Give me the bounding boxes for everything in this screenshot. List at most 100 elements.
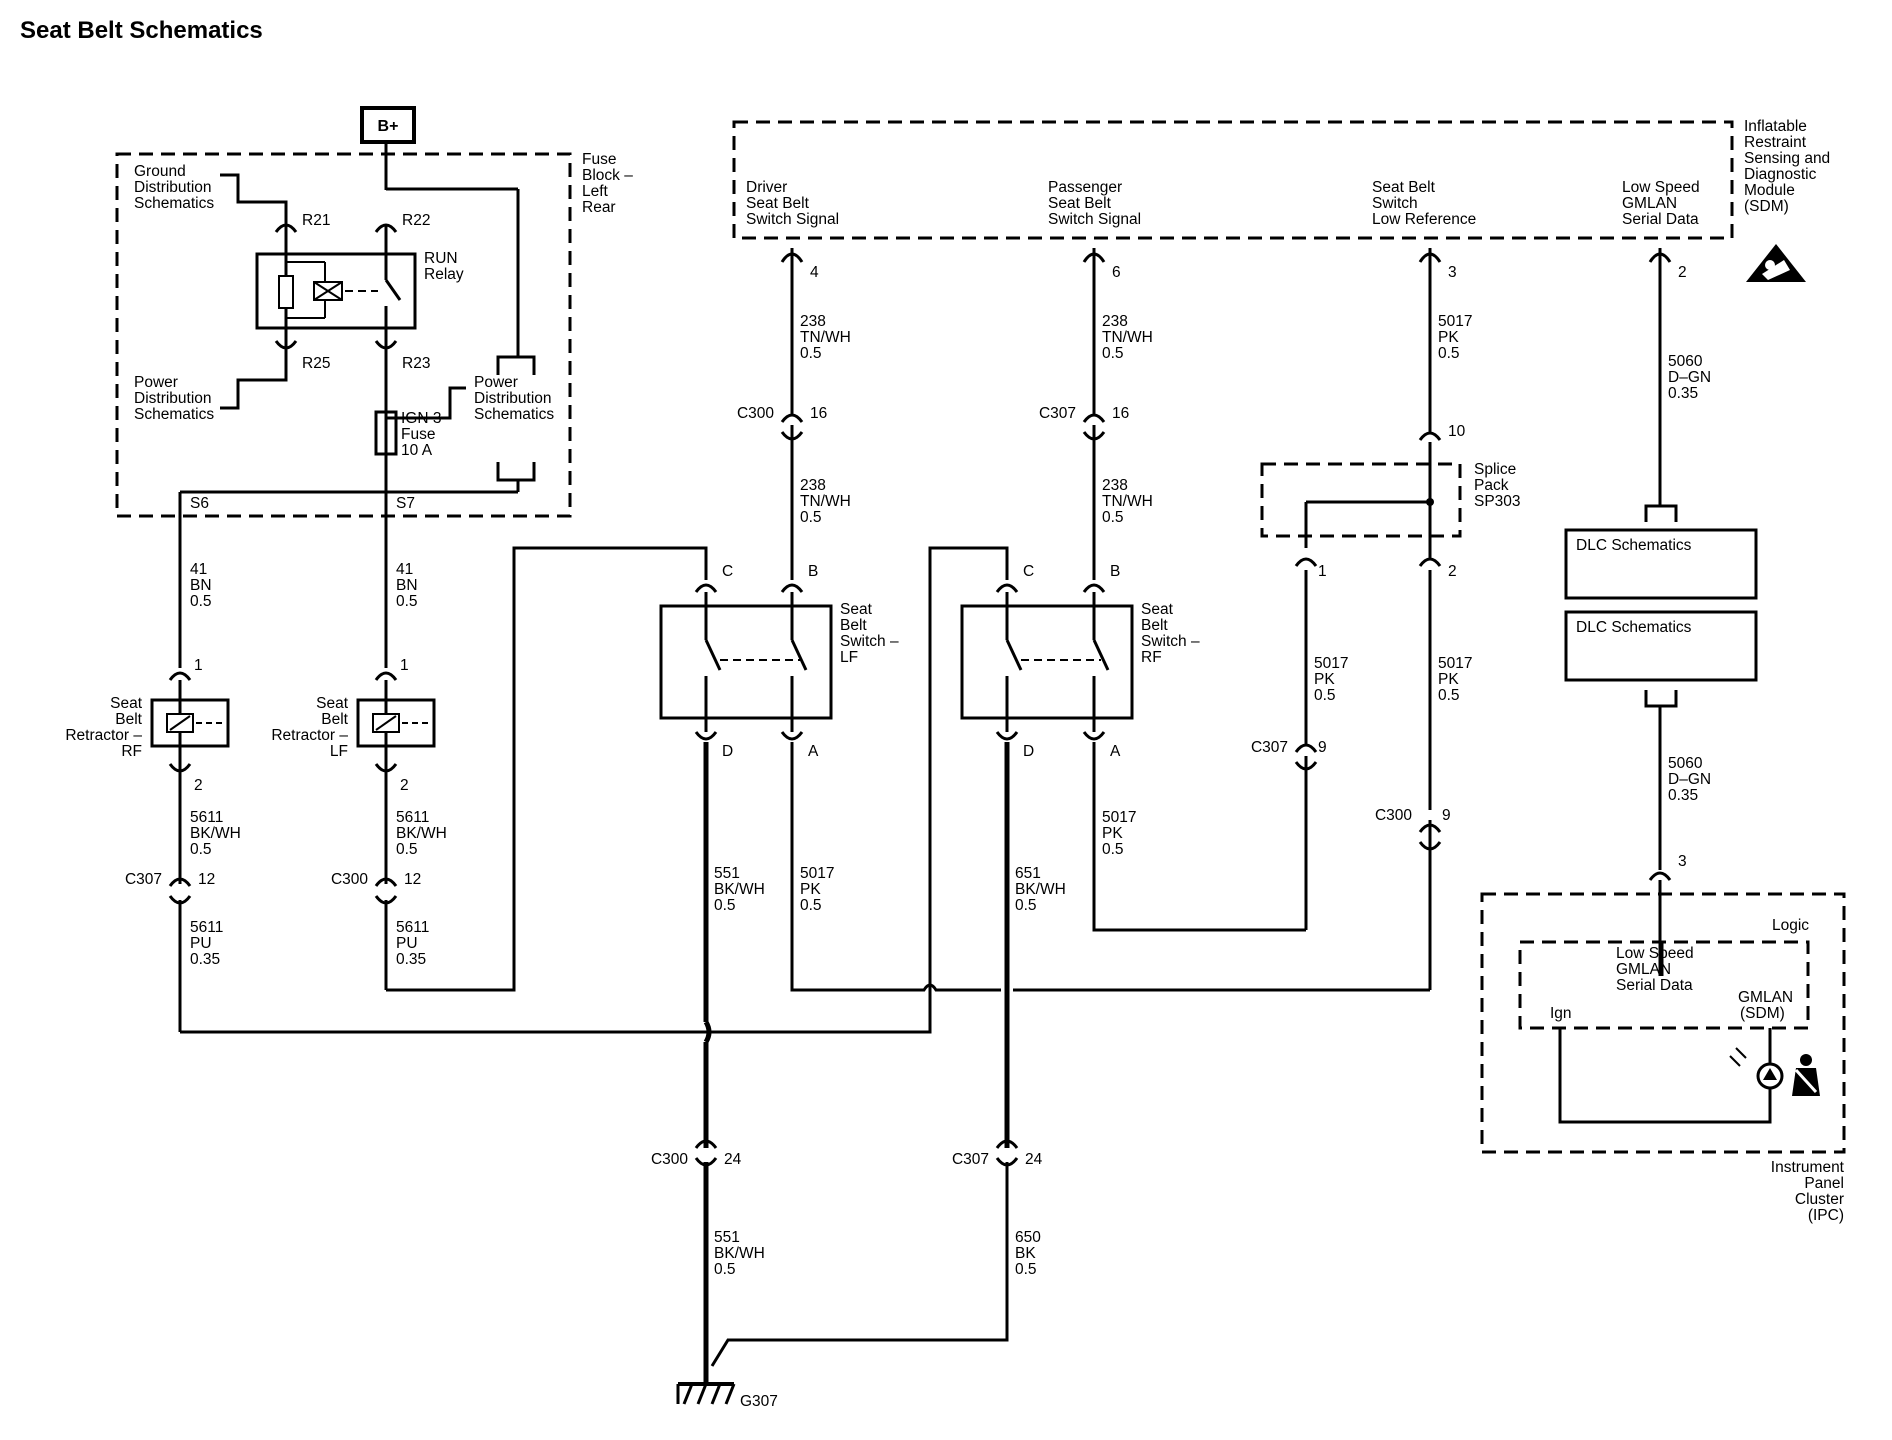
ipc-gmlan-sdm-label-1: GMLAN [1738,989,1793,1006]
retractor-rf-pin-1: 1 [194,657,203,674]
connector-labels: C300 16 C307 16 C307 12 C300 12 C307 9 C… [125,405,1687,1168]
ipc-name-1: Instrument [1771,1159,1845,1176]
wire-41-s6-3: 0.5 [190,593,212,610]
sdm-label-4: Diagnostic [1744,166,1817,183]
ipc-gmlan-sdm-label-2: (SDM) [1740,1005,1785,1022]
ground-dist-label-1: Ground [134,163,186,180]
switch-rf-label-2: Belt [1141,617,1168,634]
switch-rf-label-1: Seat [1141,601,1174,618]
ipc-name-2: Panel [1804,1175,1844,1192]
ground-g307-icon [676,1382,736,1405]
switch-rf-label-3: Switch – [1141,633,1200,650]
sdm-gmlan-label-1: Low Speed [1622,179,1700,196]
sdm-label-3: Sensing and [1744,150,1830,167]
switch-rf-label-4: RF [1141,649,1162,666]
wire-651-rf-3: 0.5 [1015,897,1037,914]
instrument-panel-cluster: Logic Low Speed GMLAN Serial Data Ign GM… [1480,892,1846,1224]
wire-5611pu-rf-2: PU [190,935,212,952]
c307-12-pin: 12 [198,871,215,888]
passenger-signal-label-1: Passenger [1048,179,1122,196]
wire-5017-rf-1: 5017 [1102,809,1136,826]
fuse-block: B+ [115,106,633,518]
retractor-lf-pin-1: 1 [400,657,409,674]
wire-41-s7-2: BN [396,577,418,594]
wire-551-lf-3: 0.5 [714,897,736,914]
c300-9-pin: 9 [1442,807,1451,824]
wire-651-rf-1: 651 [1015,865,1041,882]
wire-5017-sp2-1: 5017 [1438,655,1472,672]
sdm-pin-gmlan: 2 [1678,264,1687,281]
c300-12-pin: 12 [404,871,421,888]
wire-238-lf-top-3: 0.5 [800,345,822,362]
wire-5611-lf-2: BK/WH [396,825,447,842]
terminal-r21: R21 [302,212,330,229]
power-dist-right-label-1: Power [474,374,518,391]
wire-651-rf-2: BK/WH [1015,881,1066,898]
driver-signal-label-2: Seat Belt [746,195,810,212]
terminal-r25: R25 [302,355,330,372]
wire-5611pu-lf-2: PU [396,935,418,952]
wire-5611-rf-3: 0.5 [190,841,212,858]
ground-label: G307 [740,1393,778,1410]
ipc-gmlan-label-2: GMLAN [1616,961,1671,978]
wire-238-rf-top-2: TN/WH [1102,329,1153,346]
sdm-gmlan-label-2: GMLAN [1622,195,1677,212]
c300-9-name: C300 [1375,807,1412,824]
switch-rf-pin-d: D [1023,743,1034,760]
c307-9-name: C307 [1251,739,1288,756]
c300-16-name: C300 [737,405,774,422]
fuse-block-label-2: Block – [582,167,633,184]
low-ref-label-1: Seat Belt [1372,179,1436,196]
sdm-pin-passenger: 6 [1112,264,1121,281]
wire-5017-sp1-2: PK [1314,671,1335,688]
relay-coil [278,275,294,309]
splice-s7: S7 [396,495,415,512]
wire-5017-rf-3: 0.5 [1102,841,1124,858]
switch-rf-pin-a: A [1110,743,1121,760]
relay-label-2: Relay [424,266,464,283]
wire-41-s7-3: 0.5 [396,593,418,610]
ipc-ign-label: Ign [1550,1005,1572,1022]
wire-5017-top-3: 0.5 [1438,345,1460,362]
wire-650-bot-1: 650 [1015,1229,1041,1246]
passenger-signal-label-2: Seat Belt [1048,195,1112,212]
passenger-signal-label-3: Switch Signal [1048,211,1141,228]
wire-650-bot-2: BK [1015,1245,1036,1262]
wire-5060-bot-2: D–GN [1668,771,1711,788]
wire-5611pu-rf-3: 0.35 [190,951,220,968]
c300-24-name: C300 [651,1151,688,1168]
splice-pack-label-1: Splice [1474,461,1516,478]
wire-238-rf-mid-3: 0.5 [1102,509,1124,526]
c300-16-pin: 16 [810,405,827,422]
splice-pin-2: 2 [1448,563,1457,580]
switch-lf-label-3: Switch – [840,633,899,650]
c307-24-name: C307 [952,1151,989,1168]
retractor-lf-label-3: Retractor – [271,727,348,744]
c307-16-name: C307 [1039,405,1076,422]
component-labels: Splice Pack SP303 Seat Belt Switch – LF … [65,461,1691,1410]
seat-belt-switch-lf [659,604,833,720]
fuse-label-1: IGN 3 [401,410,441,427]
switch-lf-pin-a: A [808,743,819,760]
splice-pin-1: 1 [1318,563,1327,580]
wire-5017-top-1: 5017 [1438,313,1472,330]
sdm-pin-driver: 4 [810,264,819,281]
low-ref-label-2: Switch [1372,195,1418,212]
wire-5017-sp1-1: 5017 [1314,655,1348,672]
switch-lf-label-1: Seat [840,601,873,618]
wire-238-lf-top-1: 238 [800,313,826,330]
wire-5060-top-3: 0.35 [1668,385,1698,402]
retractor-rf-pin-2: 2 [194,777,203,794]
c307-16-pin: 16 [1112,405,1129,422]
ipc-name-4: (IPC) [1808,1207,1844,1224]
dlc-label-2: DLC Schematics [1576,619,1692,636]
wire-5017-top-2: PK [1438,329,1459,346]
wire-5060-top-1: 5060 [1668,353,1703,370]
sdm-label-6: (SDM) [1744,198,1789,215]
wire-238-lf-mid-1: 238 [800,477,826,494]
retractor-lf-label-4: LF [330,743,348,760]
c300-24-pin: 24 [724,1151,742,1168]
wire-5017-sp2-2: PK [1438,671,1459,688]
wire-5060-bot-1: 5060 [1668,755,1703,772]
wire-551-lf-2: BK/WH [714,881,765,898]
